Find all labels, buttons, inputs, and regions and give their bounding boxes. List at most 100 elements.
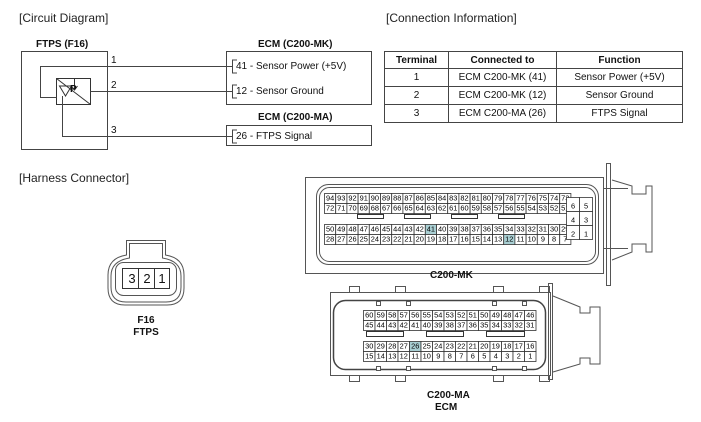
- pin-label-46: 46: [371, 225, 379, 234]
- connection-info-title: [Connection Information]: [386, 11, 517, 25]
- circuit-wiring: [21, 51, 372, 150]
- pin-label-50: 50: [326, 225, 334, 234]
- pin-label-60: 60: [460, 204, 468, 213]
- pin-label-11: 11: [517, 235, 525, 244]
- pin-label-25: 25: [360, 235, 368, 244]
- pin-label-31: 31: [539, 225, 547, 234]
- pin-label-51: 51: [561, 204, 569, 213]
- pin-label-37: 37: [457, 321, 465, 330]
- table-row: 2 ECM C200-MK (12) Sensor Ground: [384, 86, 683, 105]
- pin-label-17: 17: [515, 342, 523, 351]
- ecm-mk-box: [226, 51, 372, 105]
- pin-label-54: 54: [528, 204, 536, 213]
- pin-label-33: 33: [516, 225, 524, 234]
- keying-slot: [451, 214, 478, 219]
- sensor-title: FTPS (F16): [36, 39, 89, 50]
- pin-label-33: 33: [503, 321, 511, 330]
- mk-pin-12-label: 12 - Sensor Ground: [236, 86, 324, 97]
- pin-label-47: 47: [360, 225, 368, 234]
- pin-label-13: 13: [494, 235, 502, 244]
- pin-label-55: 55: [516, 204, 524, 213]
- pin-label-2: 2: [517, 352, 521, 361]
- pin-label-20: 20: [416, 235, 424, 244]
- wire-3-label: 3: [111, 125, 117, 136]
- latch-tab: [522, 301, 527, 306]
- pin-label-54: 54: [434, 311, 442, 320]
- pin-label-57: 57: [400, 311, 408, 320]
- pin-label-83: 83: [449, 194, 457, 203]
- pin-label-29: 29: [377, 342, 385, 351]
- ecm-ma-box: [226, 125, 372, 146]
- pin-label-18: 18: [503, 342, 511, 351]
- pin-label-92: 92: [348, 194, 356, 203]
- pin-label-18: 18: [438, 235, 446, 244]
- c200-ma-label: C200-MA: [427, 390, 470, 401]
- latch-tab: [376, 301, 381, 306]
- pin-label-57: 57: [494, 204, 502, 213]
- pin-label-38: 38: [460, 225, 468, 234]
- f16-pin-1: 1: [158, 271, 166, 286]
- pin-label-79: 79: [494, 194, 502, 203]
- pin-label-9: 9: [436, 352, 440, 361]
- pin-label-9: 9: [541, 235, 545, 244]
- pin-label-52: 52: [550, 204, 558, 213]
- pin-label-85: 85: [427, 194, 435, 203]
- pin-label-86: 86: [416, 194, 424, 203]
- f16-pin-3: 3: [128, 271, 136, 286]
- pin-label-87: 87: [404, 194, 412, 203]
- latch-tab: [376, 366, 381, 371]
- latch-tab: [406, 301, 411, 306]
- latch-tab: [406, 366, 411, 371]
- wire-1: [40, 66, 233, 98]
- wire-3: [62, 96, 233, 137]
- keying-slot: [426, 331, 464, 337]
- pin-label-74: 74: [550, 194, 558, 203]
- pin-label-16: 16: [460, 235, 468, 244]
- pin-label-88: 88: [393, 194, 401, 203]
- pin-label-36: 36: [483, 225, 491, 234]
- pin-label-19: 19: [492, 342, 500, 351]
- pin-label-23: 23: [446, 342, 454, 351]
- keying-slot: [357, 214, 384, 219]
- pin-label-21: 21: [469, 342, 477, 351]
- pin-label-81: 81: [472, 194, 480, 203]
- pin-label-53: 53: [539, 204, 547, 213]
- pin-label-64: 64: [416, 204, 424, 213]
- pin-label-20: 20: [480, 342, 488, 351]
- pin-label-94: 94: [326, 194, 334, 203]
- pin-label-76: 76: [528, 194, 536, 203]
- pin-label-13: 13: [388, 352, 396, 361]
- keying-slot: [498, 214, 525, 219]
- latch-tab: [492, 301, 497, 306]
- pin-label-2: 2: [571, 230, 575, 239]
- pin-label-82: 82: [460, 194, 468, 203]
- pin-label-73: 73: [561, 194, 569, 203]
- pin-label-12: 12: [400, 352, 408, 361]
- pin-label-49: 49: [337, 225, 345, 234]
- sensor-symbol-label: P: [70, 84, 77, 95]
- pin-label-52: 52: [457, 311, 465, 320]
- pin-label-27: 27: [400, 342, 408, 351]
- cell-function: FTPS Signal: [556, 104, 683, 123]
- pin-label-40: 40: [423, 321, 431, 330]
- pin-label-25: 25: [423, 342, 431, 351]
- pin-label-39: 39: [449, 225, 457, 234]
- pin-label-3: 3: [505, 352, 509, 361]
- pin-label-56: 56: [411, 311, 419, 320]
- pin-label-7: 7: [459, 352, 463, 361]
- pin-label-42: 42: [400, 321, 408, 330]
- c200-ma-sublabel: ECM: [435, 402, 458, 413]
- pin-label-51: 51: [469, 311, 477, 320]
- pin-label-35: 35: [480, 321, 488, 330]
- pin-label-41: 41: [427, 225, 435, 234]
- pin-label-24: 24: [371, 235, 379, 244]
- f16-sublabel: FTPS: [133, 327, 159, 338]
- c200-mk-label: C200-MK: [430, 270, 473, 281]
- pin-label-58: 58: [483, 204, 491, 213]
- pin-label-22: 22: [457, 342, 465, 351]
- pin-label-34: 34: [492, 321, 500, 330]
- ecm-ma-title: ECM (C200-MA): [258, 112, 333, 123]
- pin-label-30: 30: [365, 342, 373, 351]
- pin-label-48: 48: [503, 311, 511, 320]
- pin-label-11: 11: [411, 352, 419, 361]
